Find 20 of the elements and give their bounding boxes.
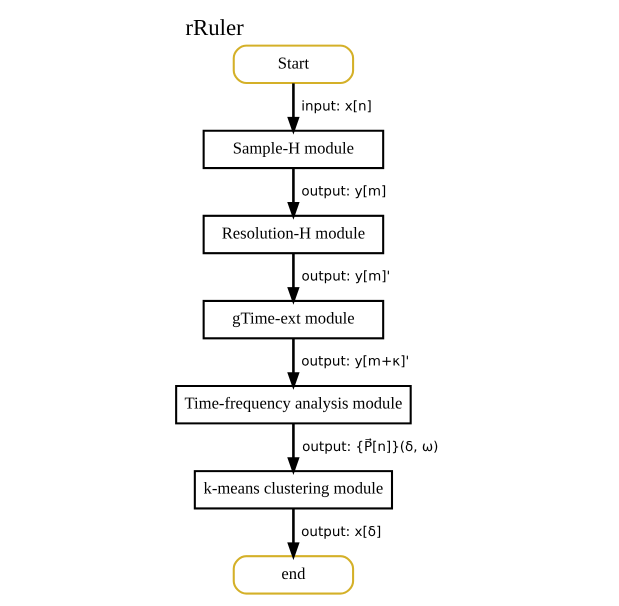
node-box: Resolution-H module <box>202 214 384 254</box>
arrow <box>287 338 300 390</box>
arrow <box>287 83 300 135</box>
arrow <box>287 424 300 475</box>
edge-label: output: y[m] <box>301 183 386 200</box>
node-box: end <box>232 555 354 595</box>
edge-label: input: x[n] <box>301 98 372 114</box>
edge-label: output: {P⃗[n]}(δ, ω) <box>302 438 438 455</box>
node-box: Time-frequency analysis module <box>175 384 412 424</box>
edge-label: output: y[m+κ]' <box>301 354 410 370</box>
arrow <box>287 508 300 560</box>
edge-label: output: y[m]' <box>302 268 390 285</box>
node-box: Start <box>232 44 354 84</box>
diagram-title: rRuler <box>185 14 244 40</box>
edge-label: output: x[δ] <box>301 524 382 540</box>
arrow <box>287 254 300 305</box>
node-box: gTime-ext module <box>202 300 384 340</box>
node-box: k-means clustering module <box>194 470 394 510</box>
node-box: Sample-H module <box>202 130 384 170</box>
arrow <box>287 168 300 220</box>
